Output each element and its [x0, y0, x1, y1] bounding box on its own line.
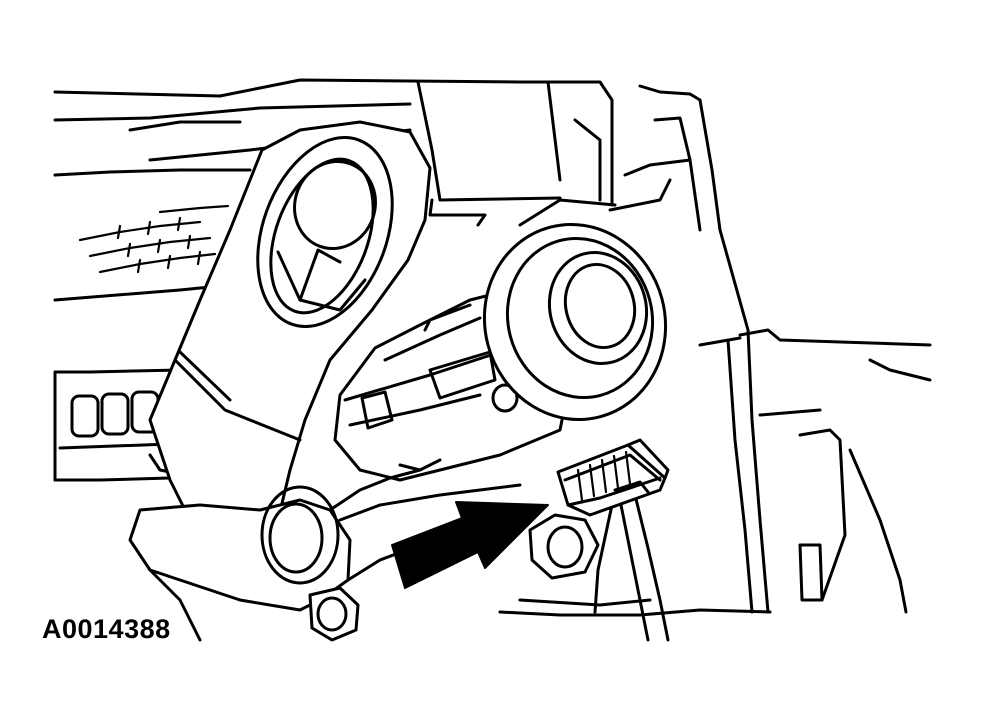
right-side-panel	[498, 84, 932, 617]
left-lower-panel	[53, 368, 182, 482]
wiring-harness	[593, 493, 670, 642]
figure-id-label: A0014388	[42, 614, 171, 644]
electrical-connector	[556, 438, 670, 517]
mounting-nut	[528, 513, 600, 580]
column-bracket	[148, 120, 432, 557]
lower-bracket	[128, 468, 522, 642]
vent-grille	[53, 168, 252, 302]
lock-cylinder-face	[482, 223, 668, 421]
pointer-arrow	[391, 501, 549, 589]
